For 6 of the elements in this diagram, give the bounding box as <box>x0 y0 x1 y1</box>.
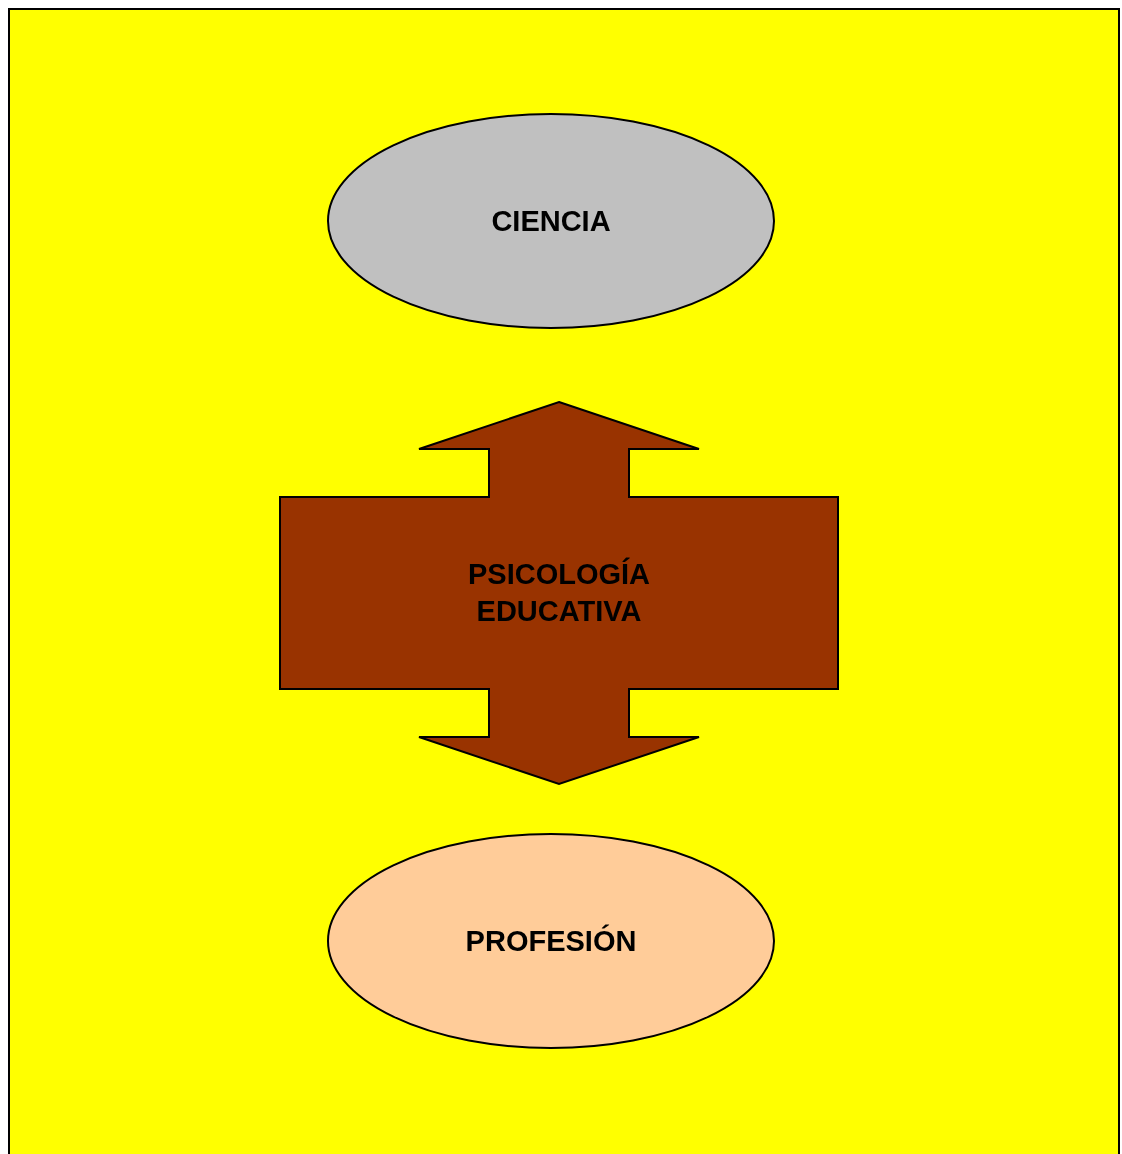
double-arrow-node <box>279 401 839 785</box>
node-label: PSICOLOGÍA EDUCATIVA <box>466 556 652 629</box>
node-label: CIENCIA <box>491 203 611 239</box>
ellipse-node <box>327 113 775 329</box>
ellipse-node <box>327 833 775 1049</box>
node-label: PROFESIÓN <box>465 923 637 959</box>
